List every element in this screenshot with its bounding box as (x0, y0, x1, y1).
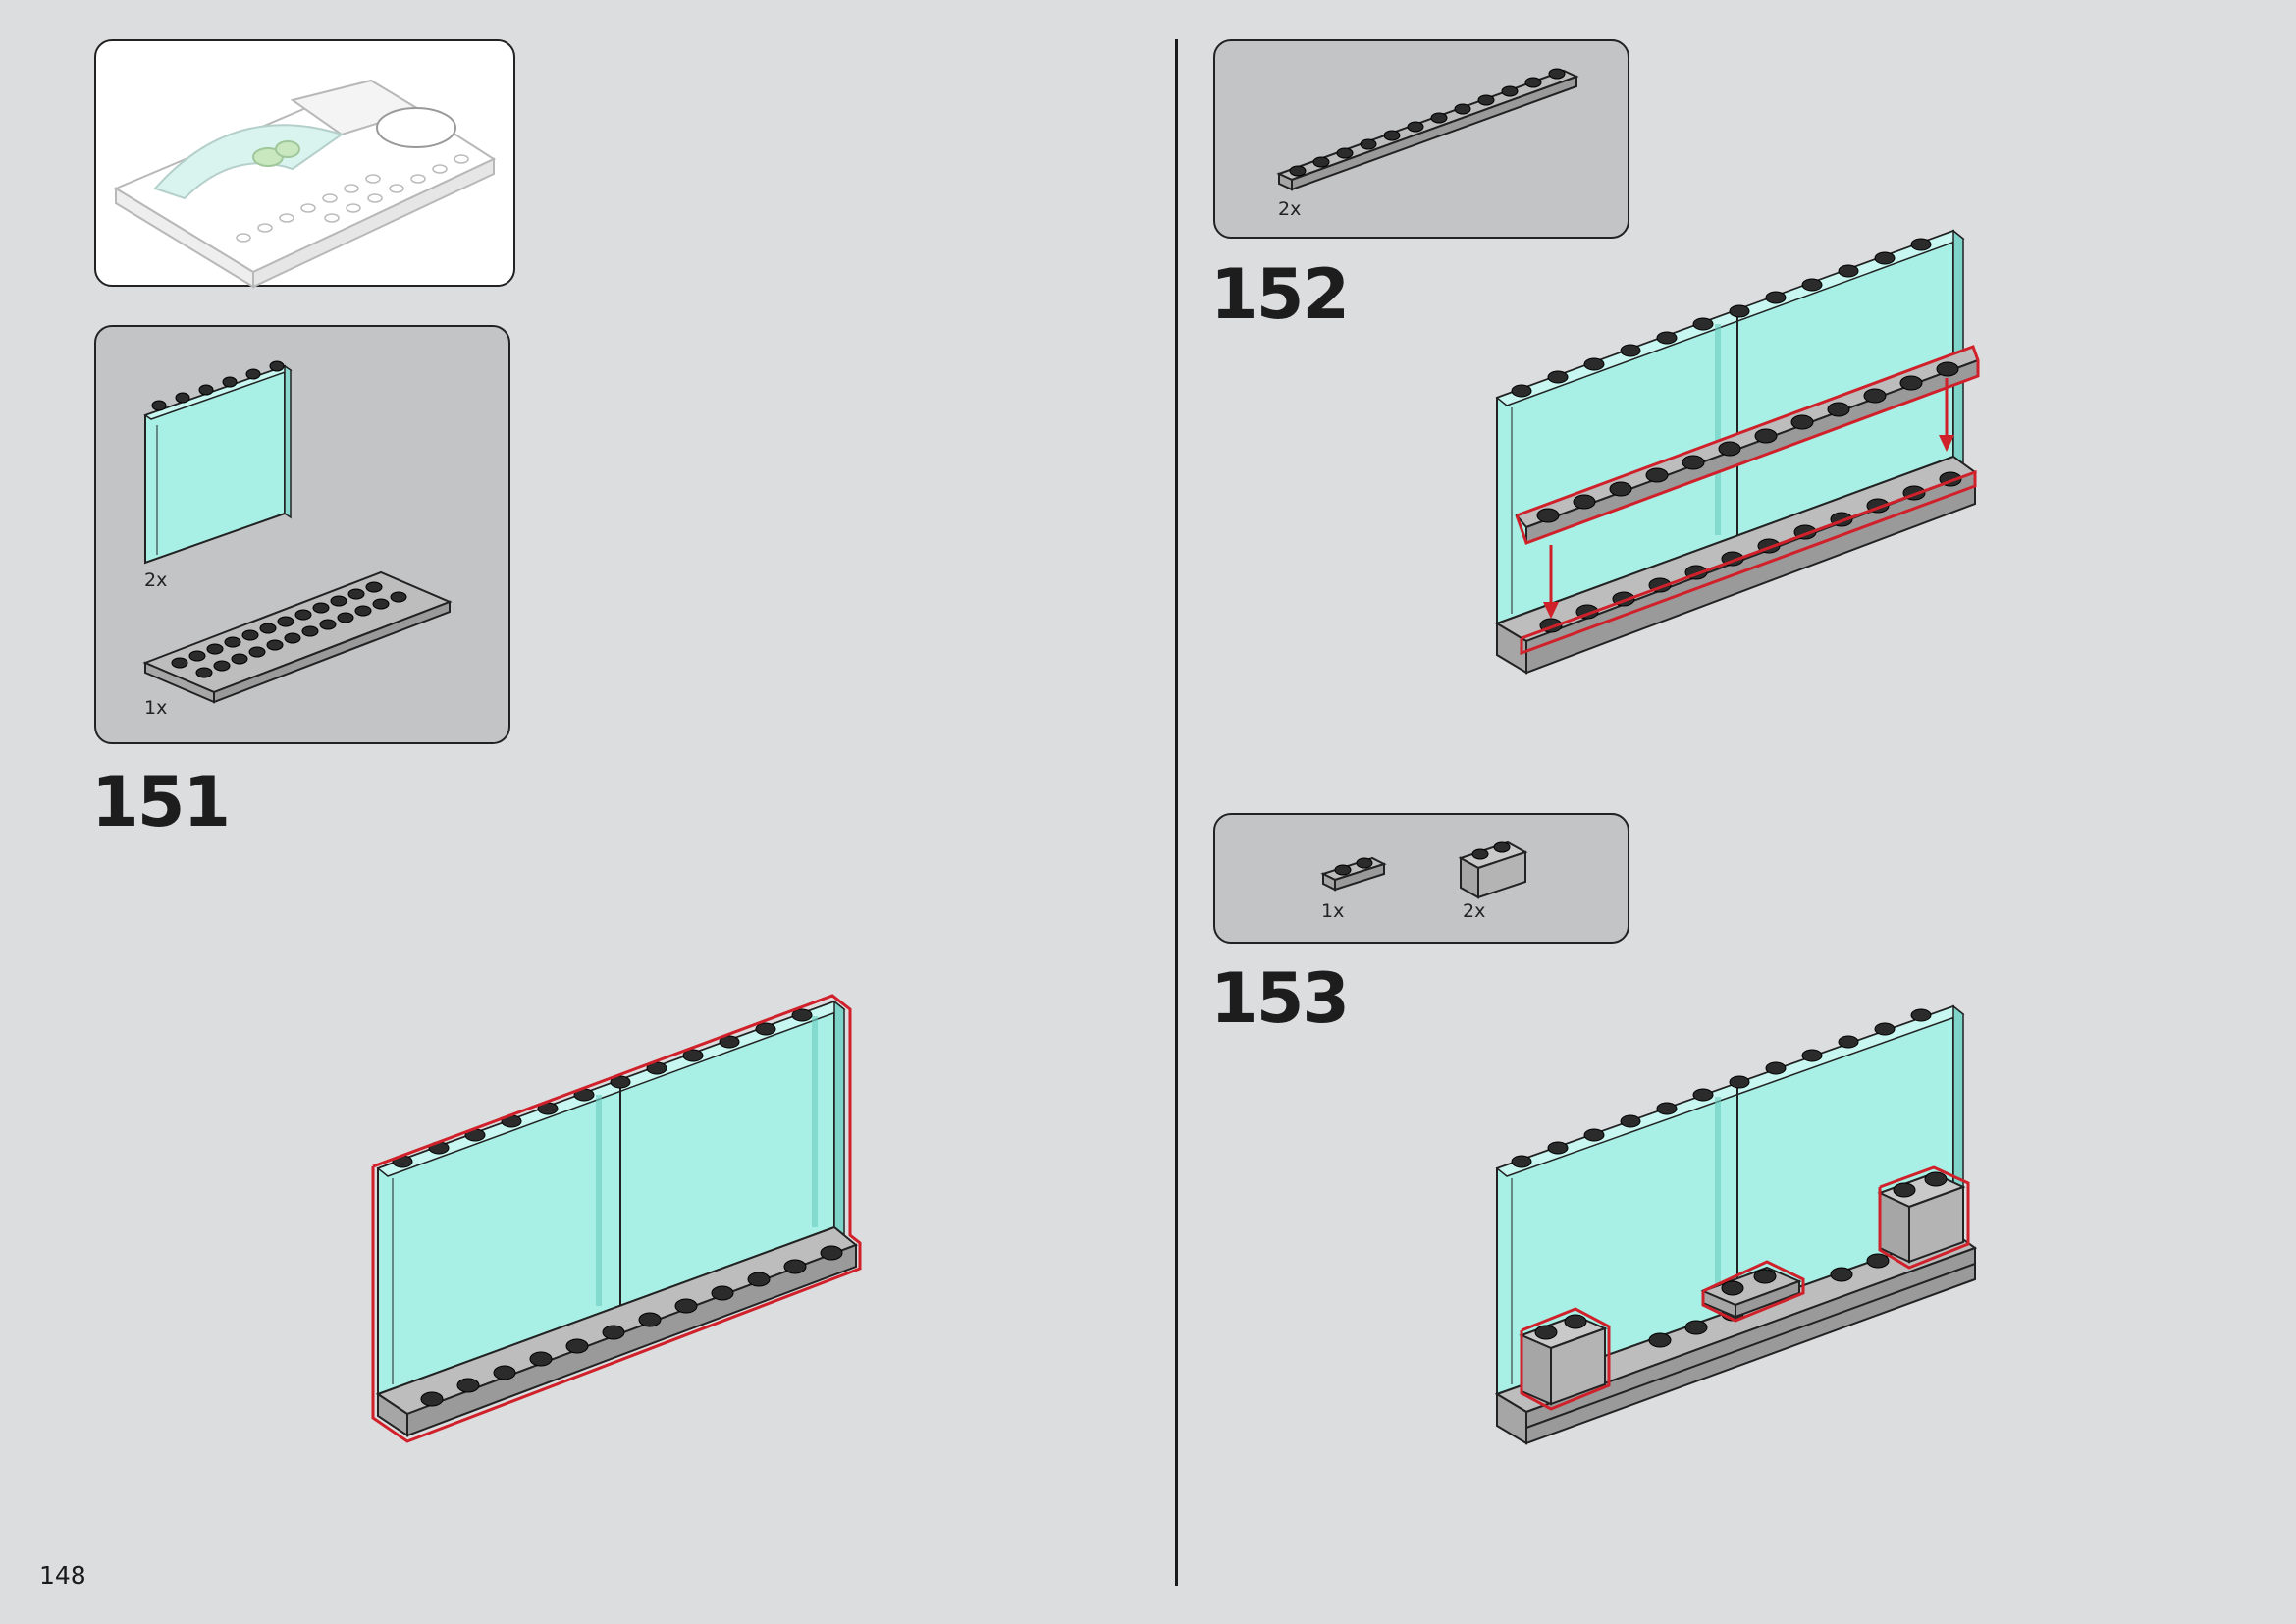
part-1x2-plate-icon (1320, 856, 1387, 892)
step-number-153: 153 (1210, 958, 1350, 1039)
parts-list-step-153: 1x 2x (1213, 813, 1629, 944)
step-number-151: 151 (91, 762, 231, 842)
step-number-152: 152 (1210, 254, 1350, 335)
page-number: 148 (39, 1561, 86, 1590)
parts-list-step-151: 2x 1x (94, 325, 510, 744)
step-151-assembly-illustration (371, 994, 862, 1443)
submodel-callout (94, 39, 515, 289)
part-qty-brick: 2x (1463, 900, 1486, 922)
part-long-plate-icon (1276, 68, 1579, 191)
parts-list-step-152: 2x (1213, 39, 1629, 239)
page-divider (1175, 39, 1178, 1586)
part-qty-plate: 2x (1278, 198, 1302, 220)
step-152-assembly-illustration (1494, 229, 1980, 675)
part-qty-plate: 1x (1321, 900, 1345, 922)
part-qty-plate: 1x (144, 697, 168, 719)
part-1x2-brick-icon (1458, 840, 1528, 899)
submodel-base-illustration (113, 79, 497, 289)
part-transparent-panel-icon (142, 360, 453, 704)
part-qty-panel: 2x (144, 569, 168, 591)
step-153-assembly-illustration (1494, 1004, 1978, 1445)
